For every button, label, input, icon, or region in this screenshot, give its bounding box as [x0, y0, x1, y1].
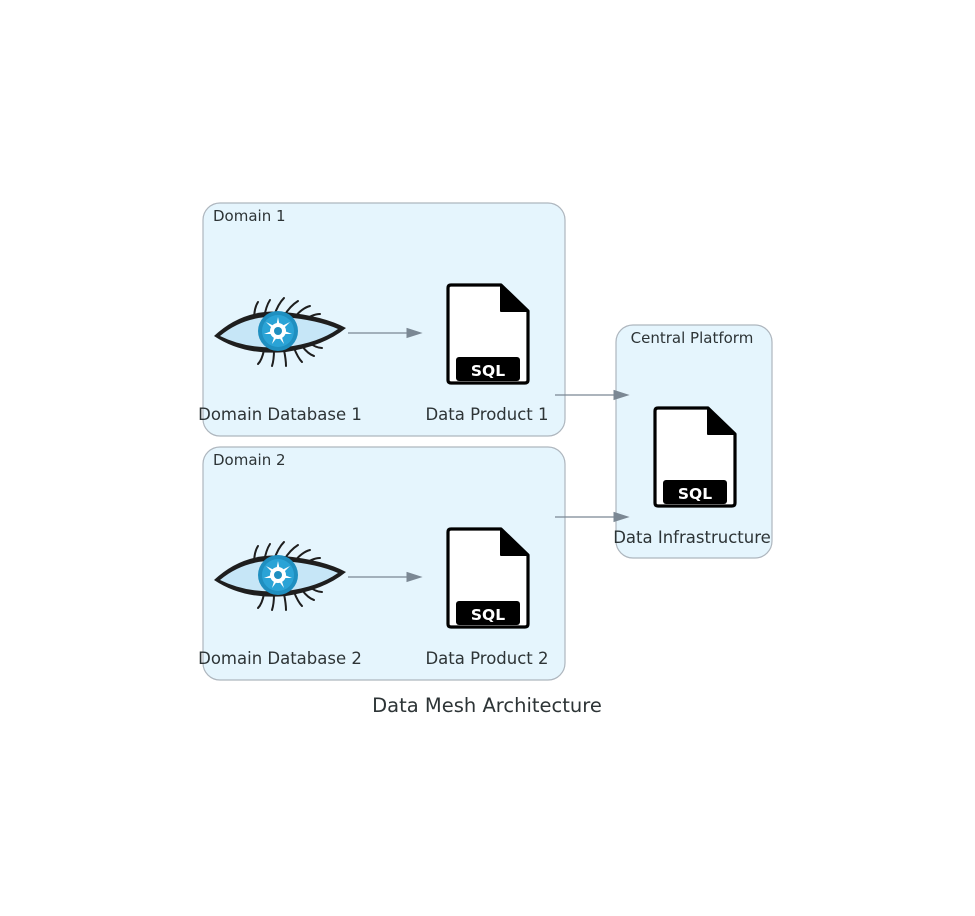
arrowhead — [613, 511, 630, 523]
node-domain-database-2-label: Domain Database 2 — [198, 649, 362, 668]
node-data-infrastructure: SQL Data Infrastructure — [613, 406, 771, 547]
diagram-title: Data Mesh Architecture — [372, 694, 602, 717]
cluster-domain-2-label: Domain 2 — [213, 451, 286, 469]
node-domain-database-1-label: Domain Database 1 — [198, 405, 362, 424]
arrowhead — [406, 571, 423, 583]
arrowhead — [406, 327, 423, 339]
edge-db2-to-dp2 — [348, 571, 423, 583]
sql-badge-text: SQL — [471, 606, 505, 624]
edge-domain2-to-central — [555, 511, 630, 523]
node-domain-database-2: Domain Database 2 — [198, 541, 362, 668]
node-data-product-2-label: Data Product 2 — [425, 649, 548, 668]
cluster-domain-1-label: Domain 1 — [213, 207, 286, 225]
arrowhead — [613, 389, 630, 401]
node-data-product-1-label: Data Product 1 — [425, 405, 548, 424]
cluster-central-platform-label: Central Platform — [631, 329, 754, 347]
edge-domain1-to-central — [555, 389, 630, 401]
node-data-infrastructure-label: Data Infrastructure — [613, 528, 771, 547]
sql-badge-text: SQL — [678, 485, 712, 503]
edge-db1-to-dp1 — [348, 327, 423, 339]
sql-badge-text: SQL — [471, 362, 505, 380]
node-domain-database-1: Domain Database 1 — [198, 297, 362, 424]
node-data-product-1: SQL Data Product 1 — [425, 283, 549, 424]
node-data-product-2: SQL Data Product 2 — [425, 527, 549, 668]
